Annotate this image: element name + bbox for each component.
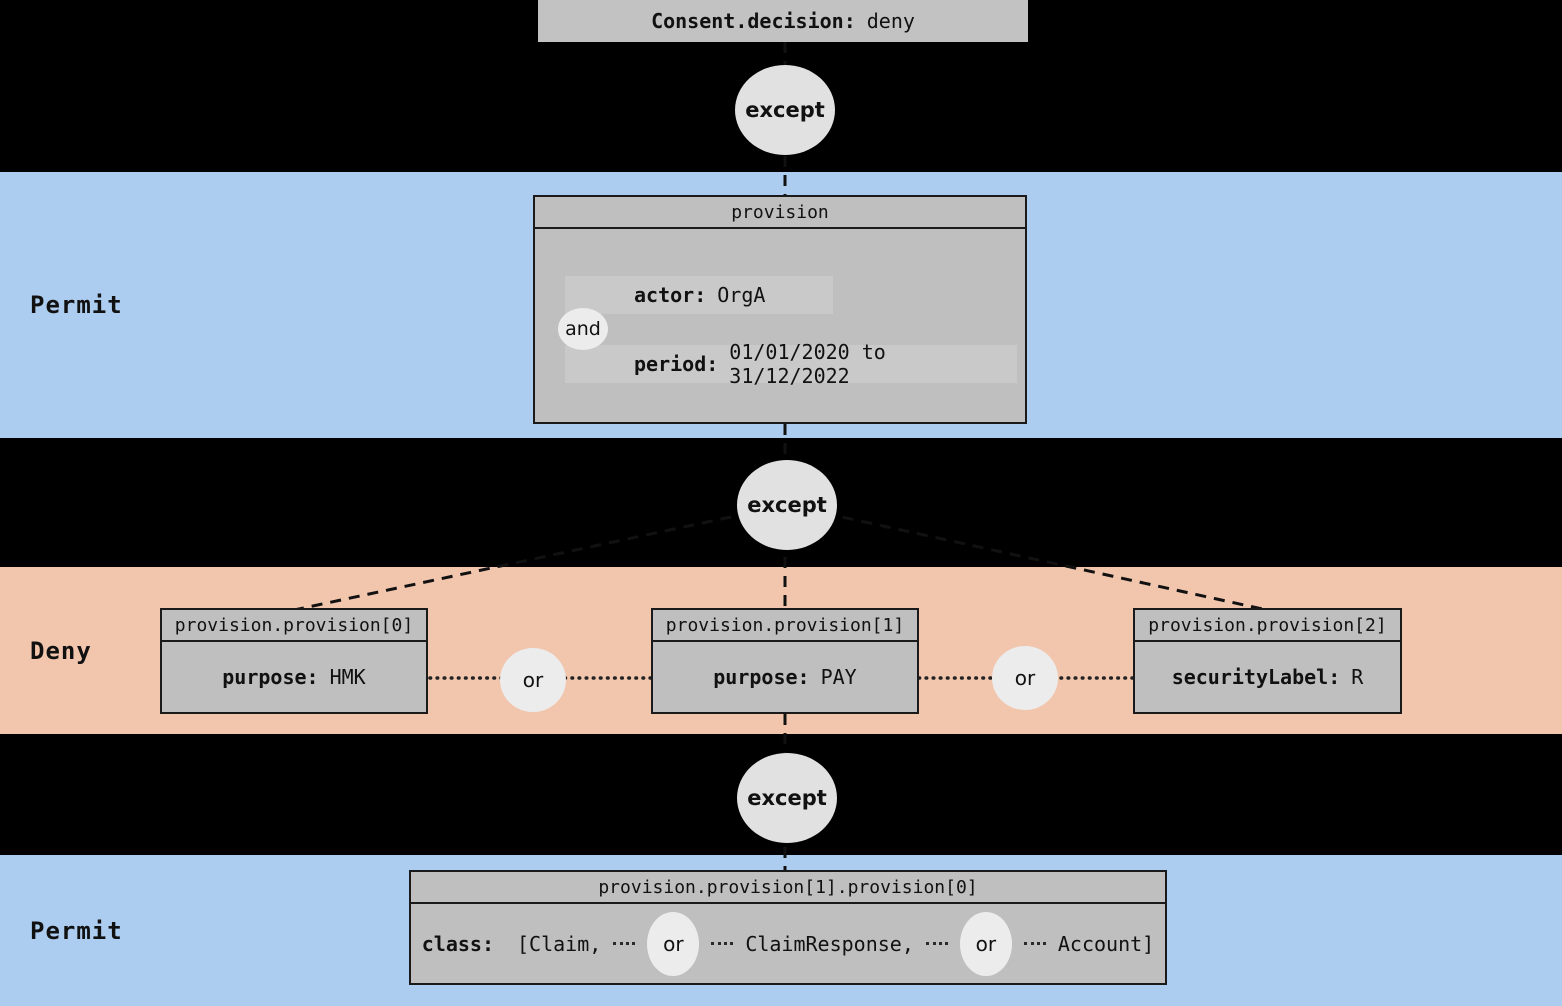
period-key: period: [634, 352, 719, 376]
provision-node-body: actor: OrgA period: 01/01/2020 to 31/12/… [535, 229, 1025, 424]
dotted-or-inline-link [711, 942, 734, 945]
provision-node-header: provision [535, 197, 1025, 229]
except-connector-1-label: except [745, 98, 825, 122]
class-item-2: Account] [1057, 931, 1155, 956]
deny-node-1-body: purpose: PAY [653, 642, 917, 712]
deny-node-2-value: R [1351, 665, 1364, 689]
class-item-1: ClaimResponse, [745, 931, 914, 956]
deny-node-2-header: provision.provision[2] [1135, 610, 1400, 642]
or-connector-inline-2: or [959, 911, 1012, 976]
actor-value: OrgA [717, 283, 766, 307]
deny-node-0-header: provision.provision[0] [162, 610, 426, 642]
period-value: 01/01/2020 to 31/12/2022 [729, 340, 886, 388]
or-connector-1-label: or [522, 668, 544, 692]
deny-node-2-key: securityLabel: [1171, 665, 1341, 689]
except-connector-3-label: except [747, 786, 827, 810]
period-row: period: 01/01/2020 to 31/12/2022 [565, 340, 1017, 388]
deny-node-0-key: purpose: [222, 665, 319, 689]
except-connector-3: except [737, 753, 837, 843]
deny-node-0-body: purpose: HMK [162, 642, 426, 712]
deny-band-label: Deny [30, 636, 92, 665]
dotted-or-inline-link [925, 942, 948, 945]
class-key: class: [421, 931, 495, 956]
deny-node-1-key: purpose: [713, 665, 810, 689]
and-connector: and [558, 308, 608, 350]
deny-node-1-header: provision.provision[1] [653, 610, 917, 642]
deny-node-1: provision.provision[1] purpose: PAY [651, 608, 919, 714]
dotted-or-inline-link [613, 942, 636, 945]
except-connector-2-label: except [747, 493, 827, 517]
or-connector-inline-1-label: or [663, 931, 684, 956]
class-node-header: provision.provision[1].provision[0] [411, 872, 1165, 904]
or-connector-2: or [992, 646, 1058, 710]
actor-row: actor: OrgA [565, 276, 833, 314]
class-item-0: [Claim, [517, 931, 602, 956]
deny-node-1-value: PAY [820, 665, 857, 689]
class-node-body: class: [Claim, or ClaimResponse, or Acco… [411, 904, 1165, 983]
or-connector-2-label: or [1014, 666, 1036, 690]
deny-node-0: provision.provision[0] purpose: HMK [160, 608, 428, 714]
consent-decision-box: Consent.decision: deny [538, 0, 1028, 42]
or-connector-inline-1: or [647, 911, 700, 976]
deny-node-0-value: HMK [329, 665, 366, 689]
or-connector-1: or [500, 648, 566, 712]
consent-decision-value: deny [866, 9, 915, 33]
dotted-or-inline-link [1023, 942, 1046, 945]
except-connector-2: except [737, 460, 837, 550]
class-node: provision.provision[1].provision[0] clas… [409, 870, 1167, 985]
permit-band-1-label: Permit [30, 291, 123, 319]
permit-band-2-label: Permit [30, 916, 123, 945]
consent-decision-key: Consent.decision: [651, 9, 856, 33]
or-connector-inline-2-label: or [975, 931, 997, 956]
deny-node-2-body: securityLabel: R [1135, 642, 1400, 712]
except-connector-1: except [735, 65, 835, 155]
actor-key: actor: [634, 283, 707, 307]
deny-node-2: provision.provision[2] securityLabel: R [1133, 608, 1402, 714]
provision-node: provision actor: OrgA period: 01/01/2020… [533, 195, 1027, 424]
and-connector-label: and [565, 318, 601, 340]
